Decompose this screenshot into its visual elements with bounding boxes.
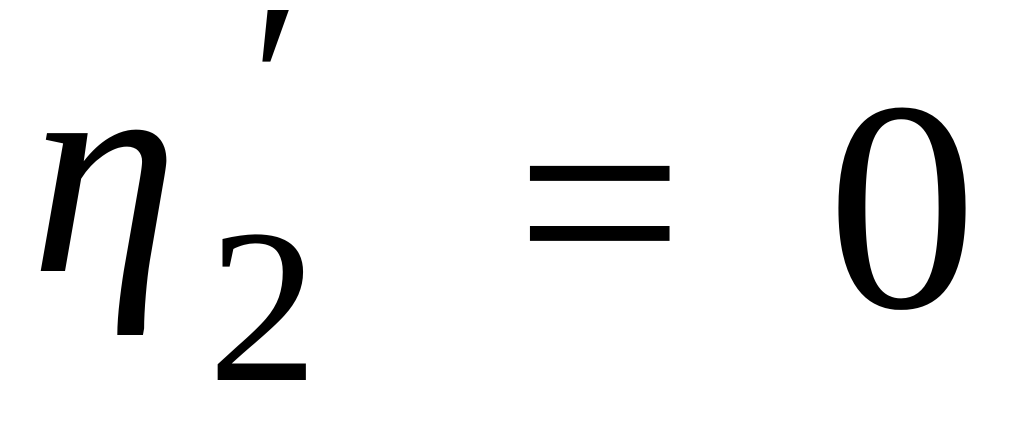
equals-sign: =	[515, 36, 685, 368]
right-hand-side-value: 0	[827, 40, 977, 372]
subscript-index: 2	[208, 184, 318, 428]
prime-mark: ′	[238, 0, 287, 202]
eta-symbol: η	[30, 4, 179, 336]
